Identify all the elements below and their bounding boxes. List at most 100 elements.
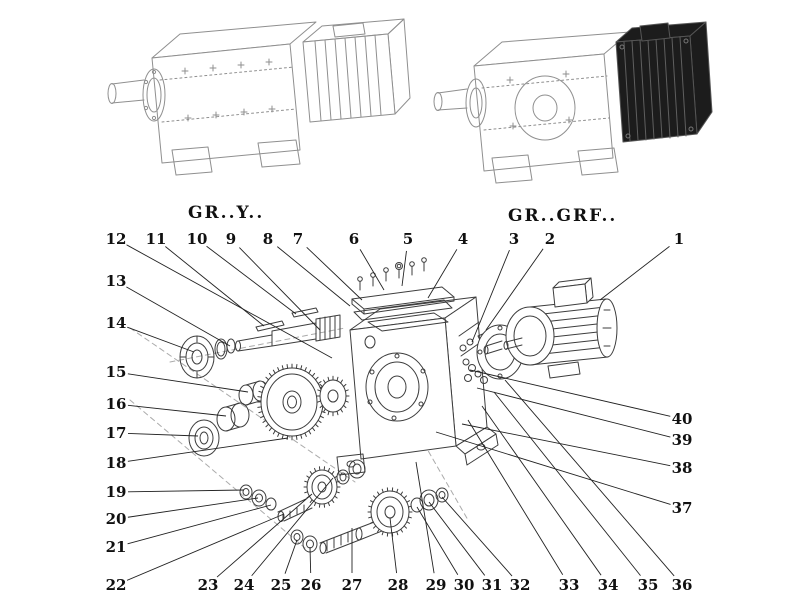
- dark-motor-fins: [623, 36, 687, 142]
- assembled-gearmotor-gr-grf-drawing: [433, 21, 713, 184]
- output-shaft: [437, 88, 468, 111]
- washer: [459, 344, 467, 352]
- leader-line-26: [309, 546, 312, 574]
- terminal-block: [639, 22, 671, 42]
- callout-number-3: 3: [509, 230, 519, 248]
- assembled-gearmotor-gr-y-drawing: [107, 18, 411, 176]
- output-pinion-assembly: [290, 487, 449, 554]
- callout-number-18: 18: [106, 454, 127, 472]
- leader-line-7: [306, 246, 363, 301]
- washer: [226, 338, 236, 354]
- leader-line-2: [485, 248, 544, 331]
- leader-line-15: [127, 373, 249, 393]
- mounting-foot: [491, 154, 533, 184]
- callout-number-23: 23: [198, 576, 219, 594]
- leader-line-20: [127, 497, 259, 518]
- callout-number-11: 11: [146, 230, 167, 248]
- terminal-box: [552, 283, 588, 308]
- leader-line-32: [441, 496, 513, 577]
- callout-number-39: 39: [672, 431, 693, 449]
- housing-bore: [365, 352, 429, 422]
- bolt-marks: [181, 58, 276, 122]
- cluster-gear-assembly: [239, 459, 366, 522]
- cluster-gear-teeth: [303, 466, 341, 508]
- callout-number-9: 9: [226, 230, 236, 248]
- leader-line-29: [415, 461, 435, 574]
- retaining-ring: [336, 469, 350, 485]
- small-bore: [364, 335, 376, 349]
- electric-motor: [503, 277, 618, 379]
- callout-number-37: 37: [672, 499, 693, 517]
- housing-foot: [336, 453, 366, 476]
- bearing-ring: [188, 419, 220, 457]
- leader-line-37: [435, 431, 671, 505]
- flange-shaft: [485, 340, 503, 355]
- callout-number-7: 7: [293, 230, 303, 248]
- callout-number-1: 1: [674, 230, 684, 248]
- leader-line-24: [251, 477, 334, 577]
- leader-line-4: [427, 249, 458, 299]
- callout-number-30: 30: [454, 576, 475, 594]
- leader-line-16: [127, 404, 227, 417]
- leader-line-23: [216, 493, 313, 578]
- callout-number-10: 10: [187, 230, 208, 248]
- callout-number-28: 28: [388, 576, 409, 594]
- washer: [435, 487, 449, 503]
- eye-bolt: [395, 262, 403, 270]
- sleeve: [216, 406, 236, 432]
- callout-number-36: 36: [672, 576, 693, 594]
- bolt-marks: [506, 70, 573, 130]
- model-label-gr-y: GR..Y..: [188, 203, 265, 223]
- shaft-spline-end: [315, 314, 341, 342]
- callout-number-32: 32: [510, 576, 531, 594]
- output-hub: [142, 68, 166, 122]
- leader-line-25: [284, 539, 298, 574]
- shaft-mid-section: [271, 322, 317, 347]
- leader-line-28: [389, 517, 398, 574]
- callout-number-2: 2: [545, 230, 555, 248]
- small-bearing: [348, 459, 366, 479]
- output-gear-teeth: [367, 487, 413, 537]
- terminal-box: [332, 22, 366, 38]
- callout-number-33: 33: [559, 576, 580, 594]
- callout-number-20: 20: [106, 510, 127, 528]
- callout-number-14: 14: [106, 314, 127, 332]
- callout-number-4: 4: [458, 230, 468, 248]
- output-hub: [465, 78, 487, 128]
- leader-line-31: [428, 501, 486, 576]
- motor-fins: [314, 34, 382, 122]
- callout-number-26: 26: [301, 576, 322, 594]
- callout-number-5: 5: [403, 230, 413, 248]
- leader-line-5: [401, 250, 407, 287]
- leader-line-35: [493, 391, 641, 576]
- motor-foot: [547, 361, 581, 379]
- large-gear-teeth: [257, 363, 327, 441]
- callout-number-13: 13: [106, 272, 127, 290]
- mounting-foot: [171, 146, 213, 176]
- leader-line-17: [127, 432, 199, 437]
- callout-number-24: 24: [234, 576, 255, 594]
- callout-number-31: 31: [482, 576, 503, 594]
- oil-plug: [464, 374, 472, 382]
- motor-front-face: [302, 33, 396, 123]
- cover-gasket: [353, 299, 453, 321]
- model-label-gr-grf: GR..GRF..: [508, 206, 618, 226]
- leader-line-12: [126, 244, 333, 359]
- callout-number-12: 12: [106, 230, 127, 248]
- leader-line-9: [239, 247, 321, 331]
- cover-bolts: [357, 257, 427, 291]
- washer: [239, 484, 253, 500]
- leader-line-38: [461, 423, 671, 467]
- large-gear-wheel: [257, 363, 327, 441]
- callout-number-35: 35: [638, 576, 659, 594]
- leader-line-3: [471, 249, 510, 343]
- callout-number-25: 25: [271, 576, 292, 594]
- leader-line-6: [359, 249, 385, 291]
- bearing: [419, 489, 439, 511]
- callout-number-8: 8: [263, 230, 273, 248]
- small-gear: [319, 379, 347, 413]
- large-gear: [260, 367, 324, 437]
- washer: [480, 376, 488, 384]
- cover-seat: [367, 312, 449, 332]
